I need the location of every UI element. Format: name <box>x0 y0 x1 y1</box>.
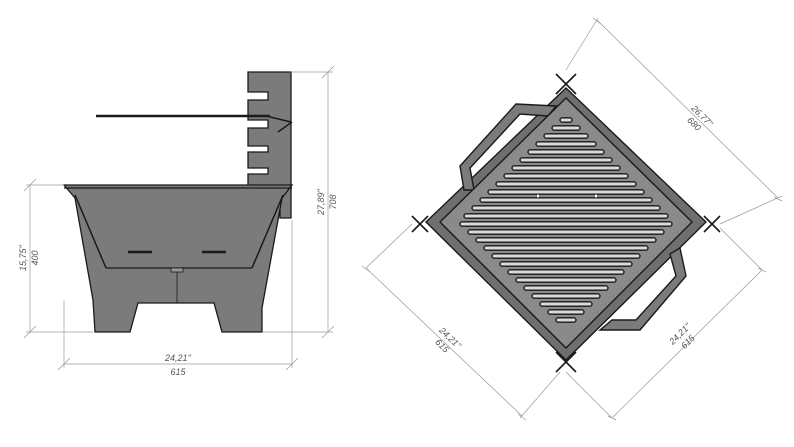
center-tab <box>170 267 184 273</box>
dim-total-height-708: 27,89'' 708 <box>262 65 338 339</box>
grate-bar <box>523 285 609 291</box>
grate-bar <box>535 141 597 147</box>
grate-bar <box>511 165 621 171</box>
dim-height-mm: 400 <box>30 250 40 265</box>
grate-bar <box>479 197 653 203</box>
dim-total-height-in: 27,89'' <box>316 189 326 216</box>
grate-bar <box>543 133 589 139</box>
grate-bar <box>467 229 665 235</box>
grate-bar <box>475 237 657 243</box>
grate-bar <box>527 149 605 155</box>
grate-bar <box>559 117 573 123</box>
grate-bar <box>515 277 617 283</box>
dim-height-400: 15,75'' 400 <box>18 178 93 339</box>
grate-hole <box>593 193 599 199</box>
grate-bar <box>555 317 577 323</box>
grate-bar <box>531 293 601 299</box>
grate-bar <box>503 173 629 179</box>
inner-right-slope <box>251 194 284 269</box>
grate-bar <box>519 157 613 163</box>
grate-bar <box>495 181 637 187</box>
grate-bar <box>547 309 585 315</box>
dim-width-mm: 615 <box>170 367 186 377</box>
grate-bar <box>499 261 633 267</box>
dim-width-615: 24,21'' 615 <box>57 220 299 377</box>
grate-bars <box>459 117 673 323</box>
dim-width-in: 24,21'' <box>164 353 191 363</box>
grate-bar <box>459 221 673 227</box>
bowl-body <box>62 184 294 333</box>
dim-height-in: 15,75'' <box>18 245 28 271</box>
corner-tabs <box>411 73 721 373</box>
grate-bar <box>471 205 661 211</box>
grate-bar <box>483 245 649 251</box>
grate-bar <box>491 253 641 259</box>
grate-bar <box>463 213 669 219</box>
dim-total-height-mm: 708 <box>328 194 338 209</box>
side-view: 15,75'' 400 27,89'' 708 24,21'' 615 <box>18 65 338 377</box>
inner-left-slope <box>74 194 107 269</box>
grate-bar <box>539 301 593 307</box>
top-view: 26,77'' 680 24,21'' 615 24,21'' 615 <box>361 17 783 421</box>
grate-bar <box>507 269 625 275</box>
grate-hole <box>535 193 541 199</box>
stand-brace <box>277 121 293 133</box>
grate-bar <box>551 125 581 131</box>
handle-right <box>598 246 687 331</box>
grate-bar <box>487 189 645 195</box>
skewer-tip <box>265 115 292 123</box>
